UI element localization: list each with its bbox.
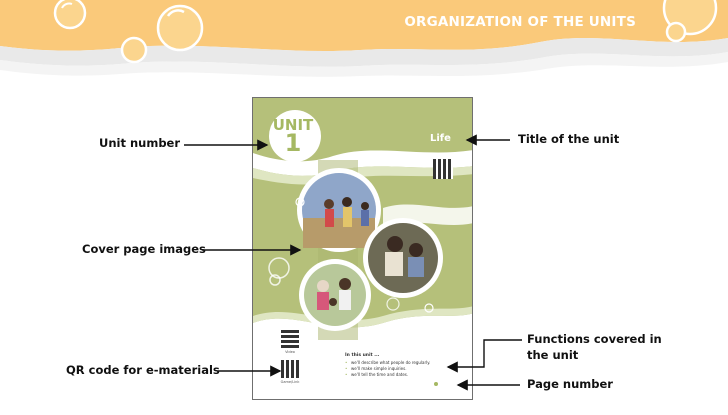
qr-caption: Video xyxy=(285,350,295,354)
function-item: we'll make simple inquiries. xyxy=(345,366,455,372)
photo-kitchen-icon xyxy=(363,218,443,298)
arrow-functions xyxy=(446,339,522,373)
unit-number: 1 xyxy=(284,129,302,157)
label-page-number: Page number xyxy=(527,377,613,391)
label-qr-code: QR code for e-materials xyxy=(66,363,220,377)
qr-code-icon xyxy=(281,330,299,348)
unit-title: Life xyxy=(430,133,451,144)
header-banner xyxy=(0,0,728,77)
function-item: we'll tell the time and dates. xyxy=(345,372,455,378)
label-title-of-unit: Title of the unit xyxy=(518,132,620,146)
unit-cover-page: UNIT 1 Life Video Game/Link In this unit… xyxy=(252,97,473,400)
function-item: we'll describe what people do regularly. xyxy=(345,360,455,366)
label-unit-number: Unit number xyxy=(99,136,181,150)
bubble-icon xyxy=(53,0,718,64)
functions-list: In this unit ... we'll describe what peo… xyxy=(345,353,455,378)
unit-label: UNIT xyxy=(272,116,314,134)
qr-caption: Game/Link xyxy=(280,380,300,384)
qr-code-icon xyxy=(281,360,299,378)
functions-heading: In this unit ... xyxy=(345,353,380,358)
photo-family-icon xyxy=(299,259,371,331)
label-functions-2: the unit xyxy=(527,348,579,362)
page-number-marker xyxy=(434,382,438,386)
qr-code-icon xyxy=(433,159,453,179)
photo-students-icon xyxy=(297,168,381,252)
header-title: ORGANIZATION OF THE UNITS xyxy=(404,14,636,30)
label-functions-1: Functions covered in xyxy=(527,332,662,346)
label-cover-images: Cover page images xyxy=(82,242,206,256)
